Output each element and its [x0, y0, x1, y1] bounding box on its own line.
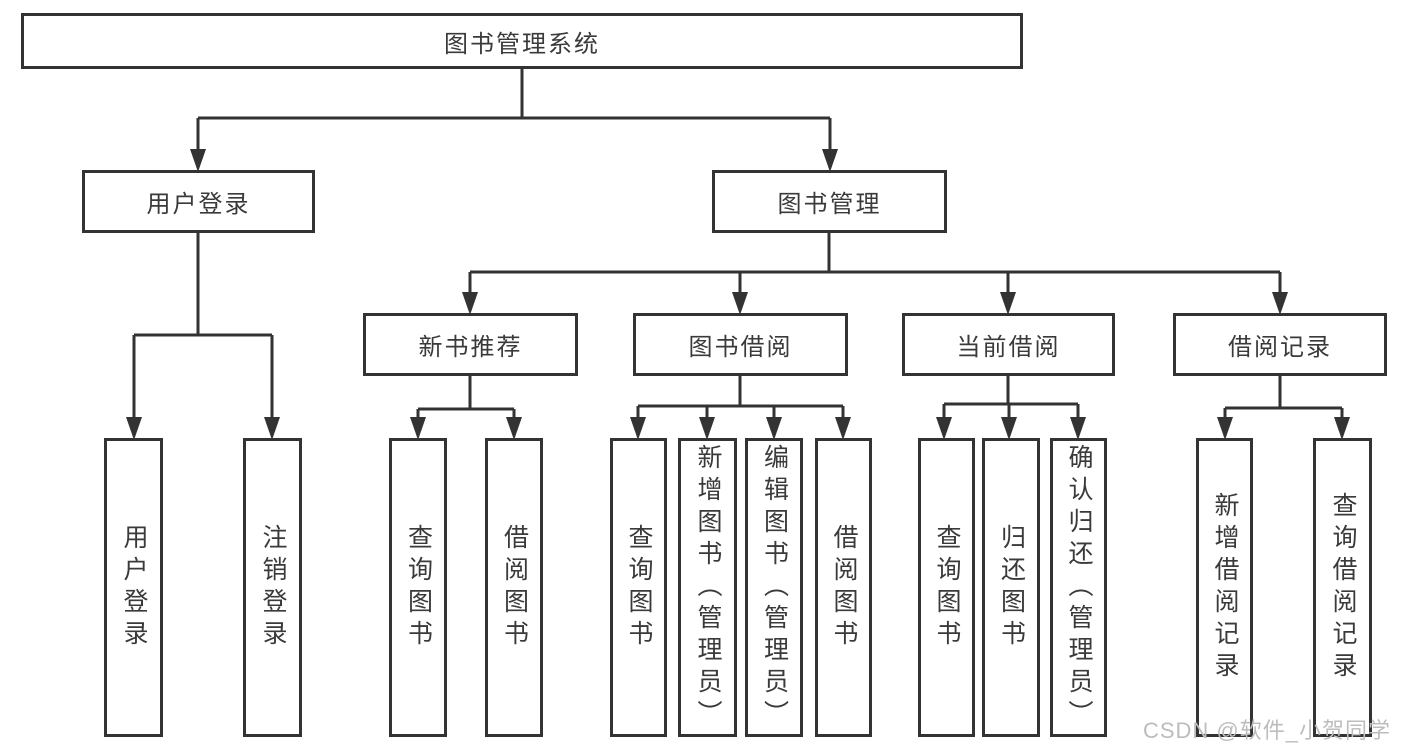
node-label: 查询图书 [404, 523, 433, 652]
node-label: 确认归还（管理员） [1065, 443, 1093, 732]
node-leaf-user-login: 用户登录 [104, 438, 163, 737]
node-label: 借阅图书 [830, 523, 858, 652]
node-label: 当前借阅 [956, 334, 1061, 361]
node-leaf-rec-borrow-books: 借阅图书 [485, 438, 543, 737]
node-current-borrowing: 当前借阅 [902, 313, 1115, 376]
node-leaf-bb-borrow-books: 借阅图书 [815, 438, 872, 737]
node-user-login-group: 用户登录 [82, 170, 315, 233]
node-new-book-recommend: 新书推荐 [363, 313, 578, 376]
node-label: 新增借阅记录 [1211, 491, 1239, 684]
node-book-management: 图书管理 [712, 170, 947, 233]
node-label: 新书推荐 [418, 334, 523, 361]
node-leaf-cb-confirm-return-admin: 确认归还（管理员） [1050, 438, 1107, 737]
node-leaf-bb-add-books-admin: 新增图书（管理员） [678, 438, 737, 737]
node-label: 借阅记录 [1228, 334, 1332, 361]
node-book-borrowing: 图书借阅 [633, 313, 848, 376]
node-label: 借阅图书 [500, 523, 529, 652]
node-leaf-rec-query-books: 查询图书 [389, 438, 447, 737]
node-leaf-bb-edit-books-admin: 编辑图书（管理员） [745, 438, 803, 737]
node-leaf-logout: 注销登录 [243, 438, 302, 737]
node-label: 新增图书（管理员） [694, 443, 722, 732]
node-leaf-cb-return-books: 归还图书 [982, 438, 1040, 737]
node-label: 查询图书 [933, 523, 961, 652]
node-label: 用户登录 [146, 191, 251, 218]
node-leaf-br-query-record: 查询借阅记录 [1313, 438, 1372, 737]
node-leaf-bb-query-books: 查询图书 [610, 438, 667, 737]
node-label: 查询借阅记录 [1329, 491, 1357, 684]
node-label: 图书管理 [777, 191, 882, 218]
node-label: 归还图书 [997, 523, 1026, 652]
node-label: 注销登录 [259, 523, 287, 652]
node-label: 查询图书 [625, 523, 653, 652]
node-label: 编辑图书（管理员） [760, 443, 789, 732]
node-borrowing-records: 借阅记录 [1173, 313, 1387, 376]
node-leaf-cb-query-books: 查询图书 [918, 438, 975, 737]
node-root-label: 图书管理系统 [444, 30, 600, 58]
node-root: 图书管理系统 [21, 13, 1023, 69]
node-label: 图书借阅 [688, 334, 793, 361]
node-label: 用户登录 [120, 523, 148, 652]
node-leaf-br-add-record: 新增借阅记录 [1196, 438, 1253, 737]
